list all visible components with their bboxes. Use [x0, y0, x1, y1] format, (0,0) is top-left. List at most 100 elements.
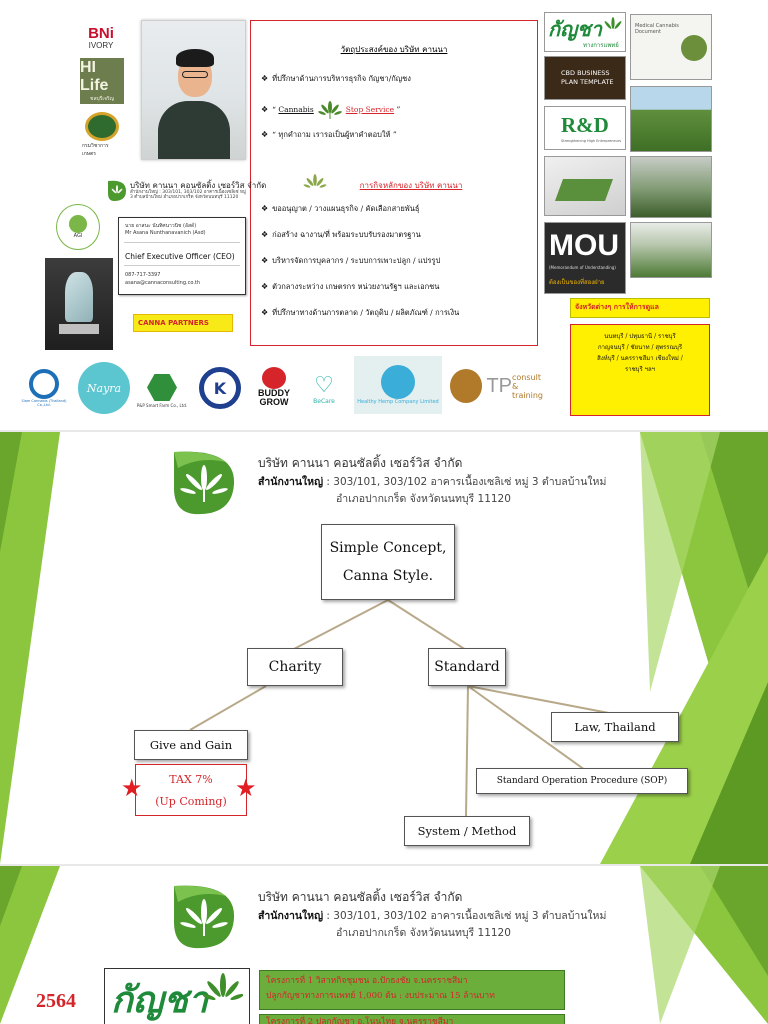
greenhouse-interior-photo: [630, 222, 712, 278]
sop-node: Standard Operation Procedure (SOP): [476, 768, 688, 794]
diamond-bullet-icon: ❖: [261, 308, 269, 317]
hq-address: : 303/101, 303/102 อาคารเนื้องเซลิเซ่ หม…: [323, 476, 607, 488]
card-phone: 087-717-3397: [125, 272, 161, 278]
cannabis-leaf-icon: [604, 17, 622, 29]
tree-connectors: [189, 599, 615, 817]
area-line: สิงห์บุรี / นครราชสีมา เชียงใหม่ /: [597, 355, 683, 362]
healthy-hemp-logo: Healthy Hemp Company Limited: [354, 356, 442, 414]
small-cannabis-leaf-icon: [303, 174, 327, 188]
card-title: Chief Executive Officer (CEO): [125, 252, 235, 261]
slide-projects: บริษัท คานนา คอนซัลติ้ง เซอร์วิส จำกัด ส…: [0, 866, 768, 1024]
brand-b1: Siam Cannabis (Thailand) Co.,Ltd.: [21, 399, 67, 407]
card-divider: [124, 265, 240, 266]
activity-item: ❖ขออนุญาต / วางแผนธุรกิจ / คัดเลือกสายพั…: [261, 204, 420, 213]
diamond-bullet-icon: ❖: [261, 105, 269, 114]
tp-swirl-icon: [450, 369, 483, 403]
company-leaf-logo-icon: [174, 451, 235, 515]
kanya-sub: ทางการแพทย์: [583, 42, 619, 49]
greenhouse-shape: [554, 179, 614, 201]
canna-partners-tag: CANNA PARTNERS: [133, 314, 233, 332]
ceo-photo: [141, 20, 246, 160]
card-thai-name: นาย อาสนะ นันทิศนาวนิช (อัสด์): [125, 223, 197, 229]
activity-item: ❖บริหารจัดการบุคลากร / ระบบการเพาะปลูก /…: [261, 256, 441, 265]
cannabis-leaf-icon: [317, 101, 342, 119]
indoor-grow-photo: [630, 156, 712, 218]
nayra-logo: Nayra: [78, 362, 130, 414]
hexagon-icon: [147, 374, 177, 401]
area-heading: จังหวัดต่างๆ การให้การดูแล: [570, 298, 710, 318]
cannabis-leaf-icon: [203, 973, 243, 1001]
company-leaf-logo-icon: [108, 180, 126, 201]
project-2-box: โครงการที่ 2 ปลูกกัญชา อ.โนนไทย จ.นครราช…: [259, 1014, 565, 1024]
kanya-logo-box: กัญชา: [104, 968, 250, 1024]
standard-node: Standard: [428, 648, 506, 686]
brand-b2: Nayra: [86, 381, 122, 395]
company-name: บริษัท คานนา คอนซัลติ้ง เซอร์วิส จำกัด: [258, 456, 463, 470]
hq-label: สำนักงานใหญ่: [258, 910, 324, 922]
activities-title: การกิจหลักของ บริษัท คานนา: [359, 181, 463, 190]
charity-node: Charity: [247, 648, 343, 686]
slide-divider: [0, 430, 768, 432]
buddy-grow-logo: BUDDY GROW: [252, 356, 296, 418]
medical-document-thumb: Medical Cannabis Document: [630, 14, 712, 80]
plant-image-shape: [681, 35, 707, 61]
diamond-bullet-icon: ❖: [261, 130, 269, 139]
business-card: นาย อาสนะ นันทิศนาวนิช (อัสด์) Mr Asana …: [118, 217, 246, 295]
bni-chapter: IVORY: [88, 41, 114, 50]
area-line: นนทบุรี / ปทุมธานี / ราชบุรี: [604, 333, 676, 340]
brand-b4: K: [199, 367, 241, 409]
brand-b8c: & training: [512, 381, 544, 400]
company-header-small: บริษัท คานนา คอนซัลติ้ง เซอร์วิส จำกัด ส…: [106, 179, 266, 207]
agi-label: AGI: [73, 233, 83, 239]
connector-line: [387, 599, 467, 651]
photo-body-shape: [158, 101, 230, 159]
hilife-logo: HI Life ชลบุรีเจริญ: [80, 58, 124, 104]
activity-item: ❖ตัวกลางระหว่าง เกษตรกร หน่วยงานรัฐฯ และ…: [261, 282, 440, 291]
brand-b8a: TP: [486, 374, 513, 397]
hemp-field-photo: [630, 86, 712, 152]
project-1-line2: ปลูกกัญชาทางการแพทย์ 1,000 ต้น : งบประมา…: [266, 991, 495, 1001]
ring-icon: [29, 369, 59, 399]
card-email[interactable]: asana@cannaconsulting.co.th: [125, 280, 201, 286]
mou-title: MOU: [549, 229, 619, 262]
kanya-brand: กัญชา: [548, 17, 602, 41]
tp-consult-logo: TP consult & training: [450, 364, 550, 408]
root-concept-node: Simple Concept, Canna Style.: [321, 524, 455, 600]
slide-divider: [0, 864, 768, 866]
rd-sub: Strengthening High Entrepreneurs: [561, 139, 622, 143]
rd-title: R&D: [561, 113, 609, 137]
bulb-icon: [69, 215, 87, 233]
buddy-face-icon: [262, 367, 286, 389]
brand-b7: Healthy Hemp Company Limited: [357, 399, 439, 405]
greenhouse-render-thumb: [544, 156, 626, 216]
diamond-bullet-icon: ❖: [261, 256, 269, 265]
system-method-node: System / Method: [404, 816, 530, 846]
diamond-bullet-icon: ❖: [261, 230, 269, 239]
company-leaf-logo-icon: [174, 885, 235, 949]
trophy-glass-shape: [65, 272, 93, 322]
star-icon: ★: [235, 774, 257, 802]
hilife-sub: ชลบุรีเจริญ: [90, 96, 114, 102]
star-icon: ★: [121, 774, 143, 802]
siam-cannabis-logo: Siam Cannabis (Thailand) Co.,Ltd.: [18, 360, 70, 416]
card-divider: [124, 242, 240, 243]
heart-icon: ♡: [314, 372, 334, 398]
hilife-text: HI Life: [80, 59, 109, 94]
dept-agriculture-seal: กรมวิชาการเกษตร: [82, 112, 122, 158]
mou-tag: ต้องเป็นของที่สองฝ่าย: [549, 279, 605, 286]
connector-line: [465, 685, 469, 817]
company-address-line1: สำนักงานใหญ่ : 303/101, 303/102 อาคารเนื…: [258, 907, 606, 924]
mission-item: ❖ที่ปรึกษาด้านการบริหารธุรกิจ กัญชา/กัญช…: [261, 74, 411, 83]
diamond-bullet-icon: ❖: [261, 74, 269, 83]
award-trophy-image: [45, 258, 113, 350]
brand-b6: BeCare: [313, 397, 335, 405]
seal-icon: [85, 112, 119, 141]
hemp-circle-icon: [381, 365, 415, 399]
mou-thumb: MOU (Memorandum of Understanding) ต้องเป…: [544, 222, 626, 294]
project-1-box: โครงการที่ 1 วิสาหกิจชุมชน อ.ปักธงชัย จ.…: [259, 970, 565, 1010]
agi-badge: AGI: [56, 204, 100, 250]
give-and-gain-node: Give and Gain: [134, 730, 248, 760]
tax-box: TAX 7% (Up Coming): [135, 764, 247, 816]
company-addr-small: สำนักงานใหญ่ : 303/101, 303/102 อาคารเนื…: [130, 190, 246, 200]
becare-logo: ♡ BeCare: [302, 364, 346, 414]
